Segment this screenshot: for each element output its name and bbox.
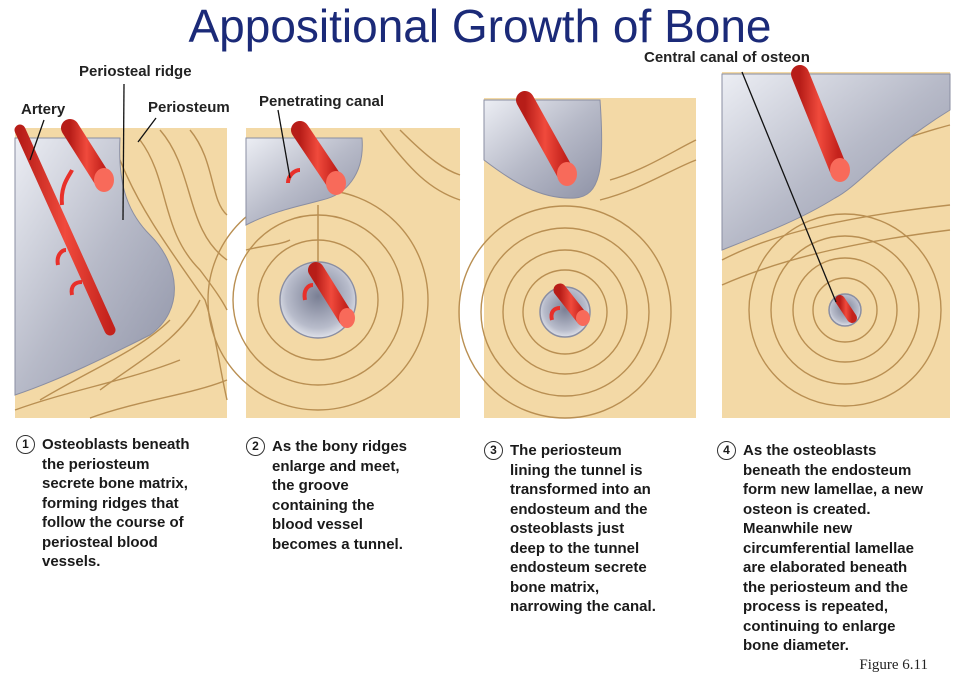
label-central-canal: Central canal of osteon — [644, 49, 810, 66]
step-text-line: Osteoblasts beneath — [42, 436, 190, 453]
penetrating-canal-vessel — [286, 168, 301, 184]
branch-vessel — [69, 280, 83, 296]
step-text-line: secrete bone matrix, — [42, 475, 188, 492]
step-text-line: osteon is created. — [743, 500, 871, 518]
step-text-line: bone matrix, — [510, 578, 600, 596]
step-text-line: Meanwhile new — [743, 520, 853, 537]
penetrating-canal-pointer — [277, 109, 291, 179]
step-number: 3 — [484, 441, 503, 460]
page-title: Appositional Growth of Bone — [188, 0, 772, 52]
vessel-end — [576, 310, 590, 326]
step-text-line: endosteum and the — [510, 500, 648, 518]
step-text-line: As the osteoblasts — [743, 442, 877, 459]
vessel-end — [557, 162, 577, 186]
vessel — [516, 91, 574, 181]
step-number: 2 — [246, 437, 265, 456]
step-1: 1 Osteoblasts beneath the periosteum sec… — [16, 435, 190, 572]
step-4: 4 As the osteoblasts beneath the endoste… — [717, 441, 924, 656]
step-text-line: blood vessel — [272, 516, 363, 533]
panel-1-illustration — [14, 83, 228, 419]
step-text-line: the periosteum — [42, 455, 150, 473]
step-text-line: endosteum secrete — [510, 559, 647, 576]
step-text-line: deep to the tunnel — [510, 539, 640, 557]
step-text-line: follow the course of — [42, 514, 184, 531]
step-2: 2 As the bony ridges enlarge and meet, t… — [246, 437, 408, 554]
step-text-line: circumferential lamellae — [743, 539, 914, 557]
step-text-line: beneath the endosteum — [743, 461, 912, 479]
vessel — [835, 295, 857, 323]
step-text-line: enlarge and meet, — [272, 457, 400, 475]
artery-pointer — [29, 119, 45, 161]
branch-vessel — [55, 248, 67, 266]
step-text-line: continuing to enlarge — [743, 617, 896, 635]
periosteal-ridge-pointer — [122, 83, 125, 221]
step-text-line: forming ridges that — [42, 494, 179, 512]
step-text-line: form new lamellae, a new — [743, 481, 924, 498]
step-text-line: bone diameter. — [743, 637, 849, 654]
vessel-end — [94, 168, 114, 192]
step-number: 1 — [16, 435, 35, 454]
step-text-line: lining the tunnel is — [510, 461, 643, 479]
central-canal-pointer — [741, 71, 837, 303]
step-text-line: transformed into an — [510, 481, 651, 498]
vessel — [791, 65, 847, 177]
vessel-end — [326, 171, 346, 195]
panel-2-illustration — [207, 109, 461, 418]
periosteum — [245, 137, 363, 226]
label-penetrating-canal: Penetrating canal — [259, 93, 385, 110]
vessel — [308, 262, 354, 326]
branch-vessel — [549, 306, 561, 321]
step-text-line: periosteal blood — [42, 533, 158, 551]
lamellae-lines — [458, 139, 697, 419]
step-text-line: The periosteum — [510, 442, 622, 459]
vessel-end — [339, 308, 355, 328]
step-text-line: containing the — [272, 496, 375, 514]
branch-vessel — [59, 169, 74, 206]
step-number: 4 — [717, 441, 736, 460]
periosteum-pointer — [137, 117, 157, 143]
step-text-line: process is repeated, — [743, 598, 889, 615]
panel-4-illustration — [721, 65, 951, 418]
step-text-line: vessels. — [42, 553, 101, 570]
lamellae-lines — [14, 129, 228, 419]
label-artery: Artery — [21, 101, 66, 118]
artery-vessel — [14, 124, 116, 336]
step-text-line: osteoblasts just — [510, 520, 625, 537]
panel-3-illustration — [458, 91, 697, 419]
vessel — [291, 121, 344, 191]
step-text-line: the groove — [272, 477, 349, 494]
branch-vessel — [302, 283, 314, 301]
figure-caption: Figure 6.11 — [859, 657, 928, 673]
step-text-line: narrowing the canal. — [510, 598, 656, 615]
step-text-line: As the bony ridges — [272, 438, 408, 455]
label-periosteal-ridge: Periosteal ridge — [79, 63, 192, 80]
step-text-line: the periosteum and the — [743, 578, 909, 596]
vessel-end — [830, 158, 850, 182]
step-text-line: are elaborated beneath — [743, 559, 908, 576]
step-text-line: becomes a tunnel. — [272, 535, 403, 553]
label-periosteum: Periosteum — [148, 99, 230, 116]
step-3: 3 The periosteum lining the tunnel is tr… — [484, 441, 656, 617]
